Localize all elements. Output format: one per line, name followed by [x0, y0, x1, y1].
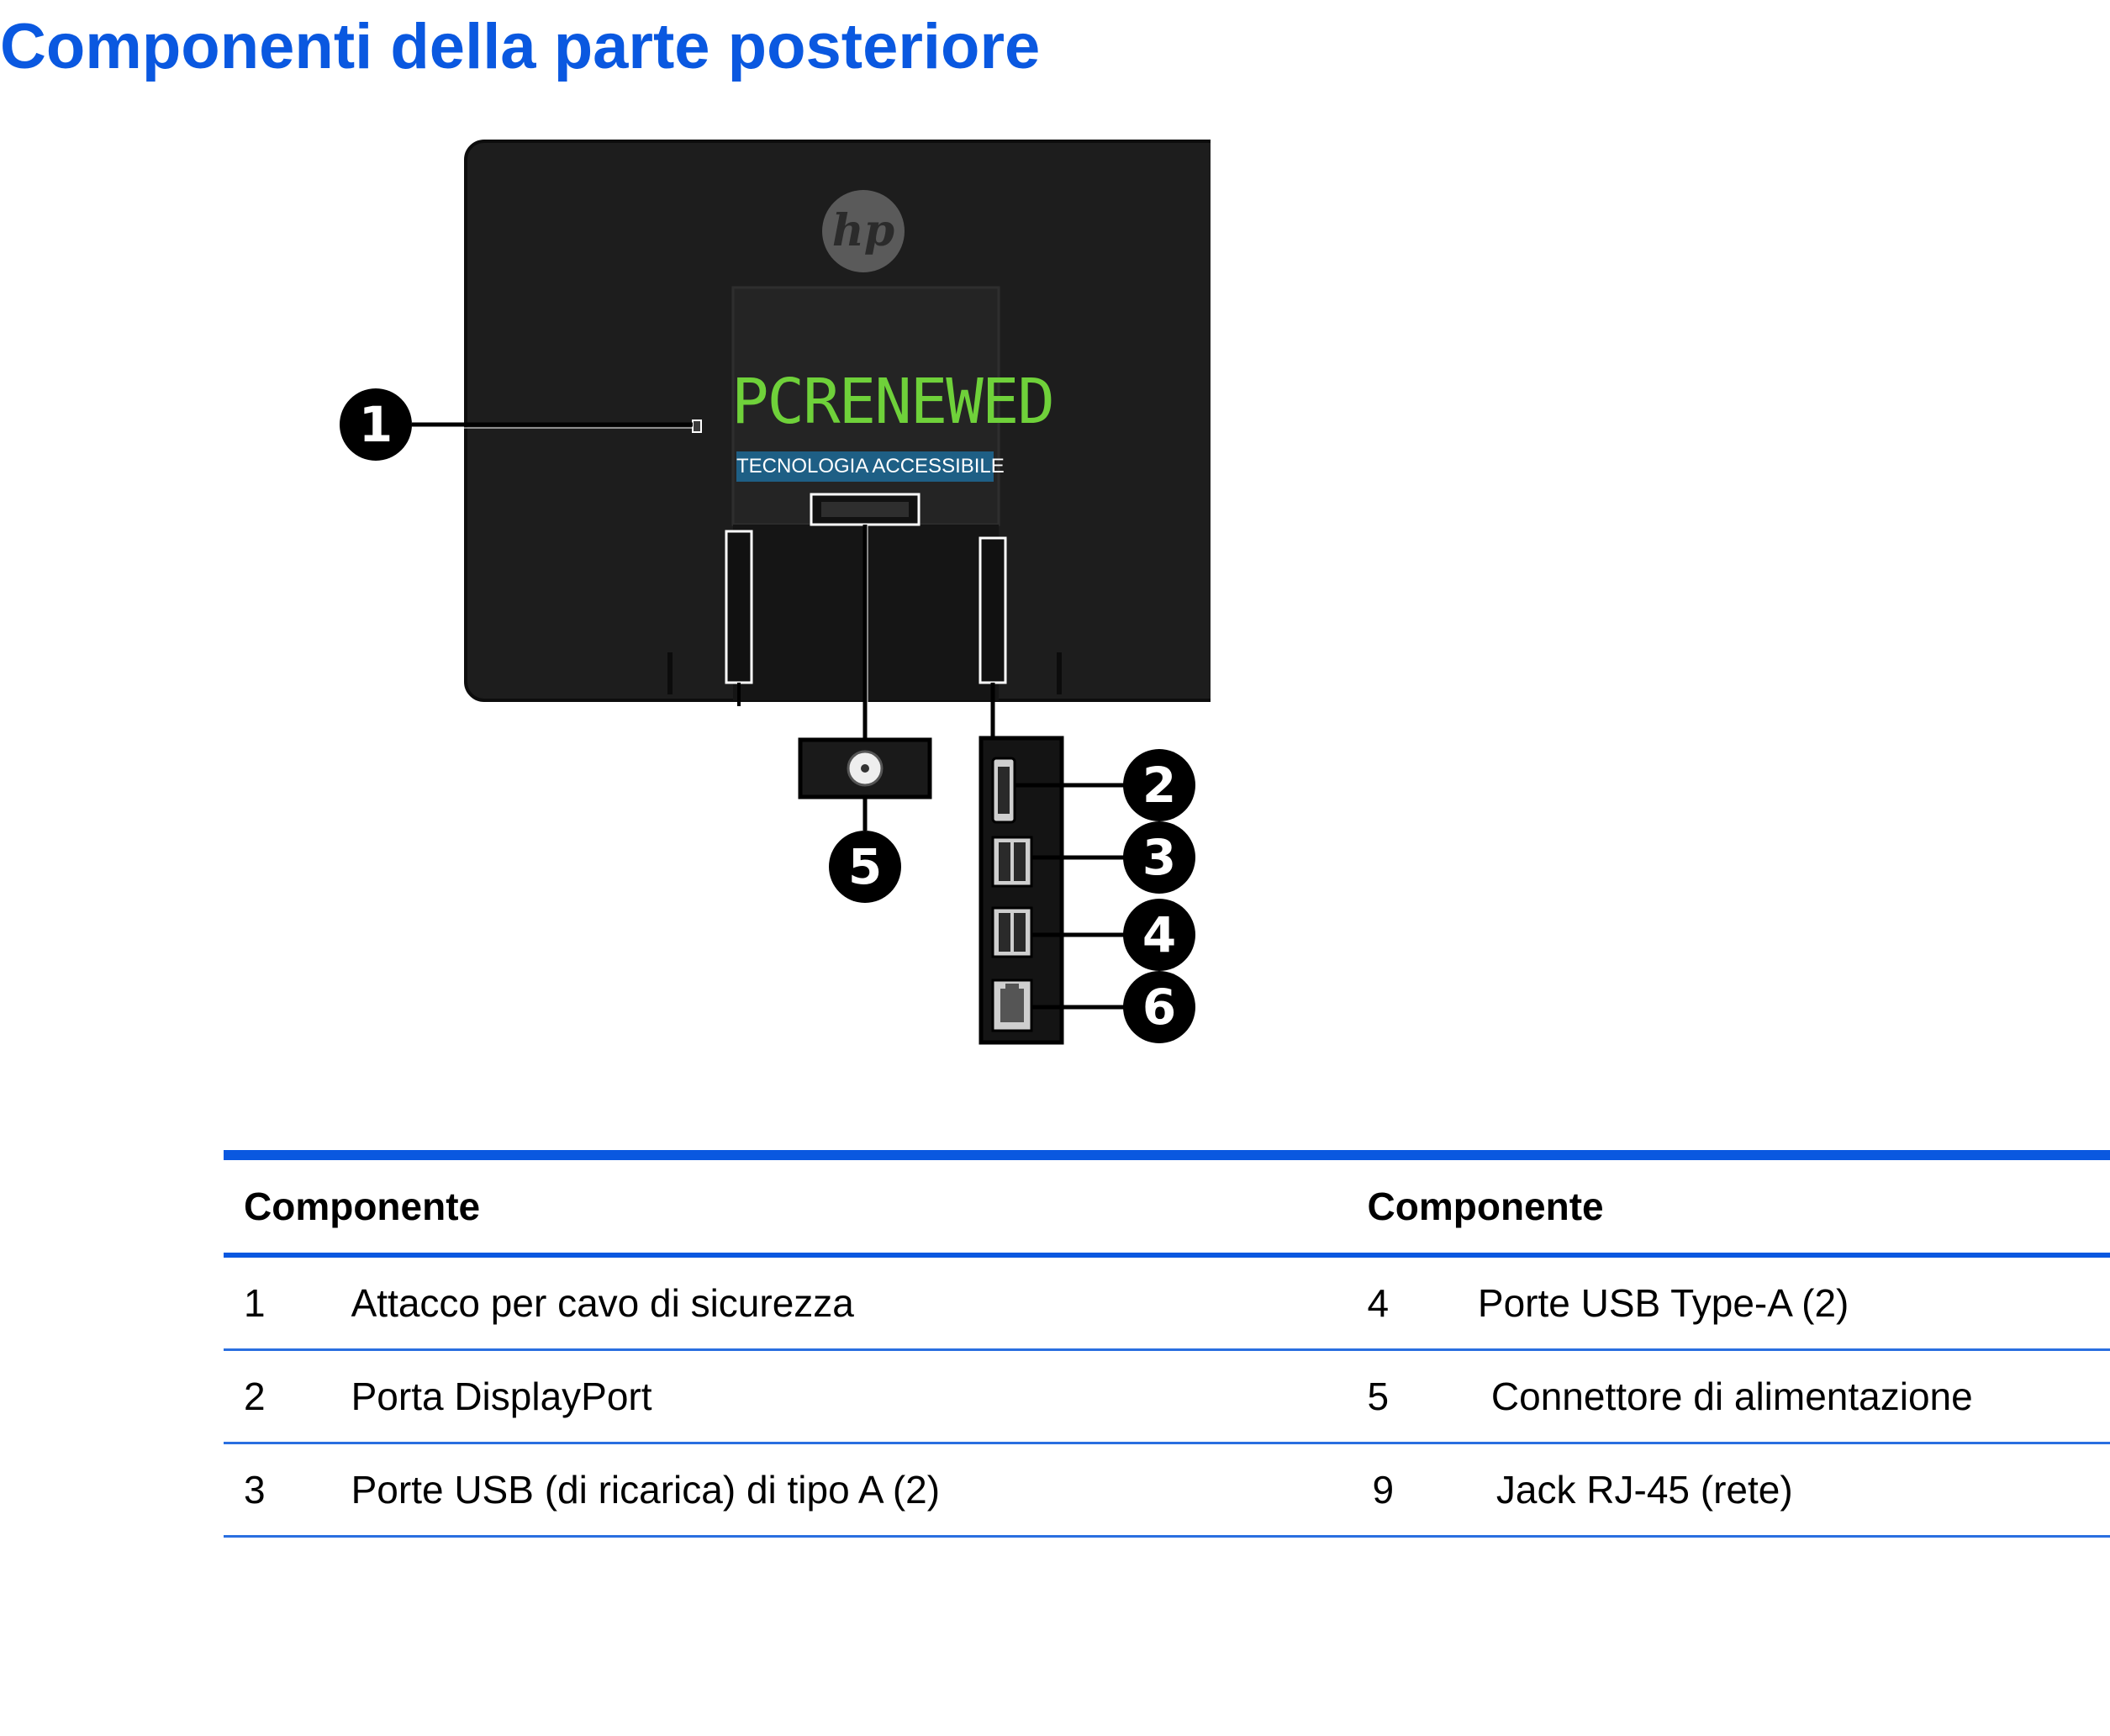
- device-rear-drawing: [412, 140, 1211, 1045]
- component-description: Jack RJ-45 (rete): [1495, 1468, 1793, 1512]
- component-number: 5: [1367, 1375, 1390, 1418]
- column-header-right: Componente: [1367, 1185, 1604, 1228]
- security-slot: [692, 419, 702, 433]
- callout-6: 6: [1123, 971, 1195, 1043]
- component-number: 2: [244, 1375, 266, 1418]
- callout-1: 1: [340, 388, 412, 461]
- callout-5: 5: [829, 831, 901, 903]
- table-header-row: Componente Componente: [224, 1155, 2110, 1255]
- table-row: 1 Attacco per cavo di sicurezza 4 Porte …: [224, 1255, 2110, 1350]
- component-description: Attacco per cavo di sicurezza: [351, 1281, 854, 1325]
- watermark-logo: PCRENEWED: [731, 366, 1055, 438]
- component-description: Porta DisplayPort: [351, 1375, 652, 1418]
- component-number: 9: [1372, 1468, 1395, 1512]
- callout-2: 2: [1123, 749, 1195, 821]
- component-number: 4: [1367, 1281, 1390, 1325]
- component-number: 3: [244, 1468, 266, 1512]
- page-title: Componenti della parte posteriore: [0, 11, 1041, 82]
- io-recess: [979, 536, 1007, 684]
- stand-mount-plate: [731, 286, 1000, 526]
- hp-logo-icon: hp: [822, 190, 905, 272]
- component-description: Connettore di alimentazione: [1490, 1375, 1973, 1418]
- usb-port-type-a: [991, 906, 1033, 958]
- callout-4: 4: [1123, 899, 1195, 971]
- watermark-subtitle: TECNOLOGIA ACCESSIBILE: [736, 451, 1005, 482]
- component-number: 1: [244, 1281, 266, 1325]
- left-side-slot: [725, 530, 753, 684]
- column-header-left: Componente: [244, 1185, 481, 1228]
- usb-port-charging: [991, 836, 1033, 888]
- component-description: Porte USB Type-A (2): [1477, 1281, 1849, 1325]
- component-description: Porte USB (di ricarica) di tipo A (2): [351, 1468, 941, 1512]
- components-table: Componente Componente 1 Attacco per cavo…: [224, 1150, 2110, 1538]
- rear-components-illustration: hp PCRENEWED TECNOLOGIA ACCESSIBILE 1 2 …: [319, 126, 1211, 1059]
- table-row: 2 Porta DisplayPort 5 Connettore di alim…: [224, 1350, 2110, 1443]
- table-row: 3 Porte USB (di ricarica) di tipo A (2) …: [224, 1443, 2110, 1537]
- callout-3: 3: [1123, 821, 1195, 894]
